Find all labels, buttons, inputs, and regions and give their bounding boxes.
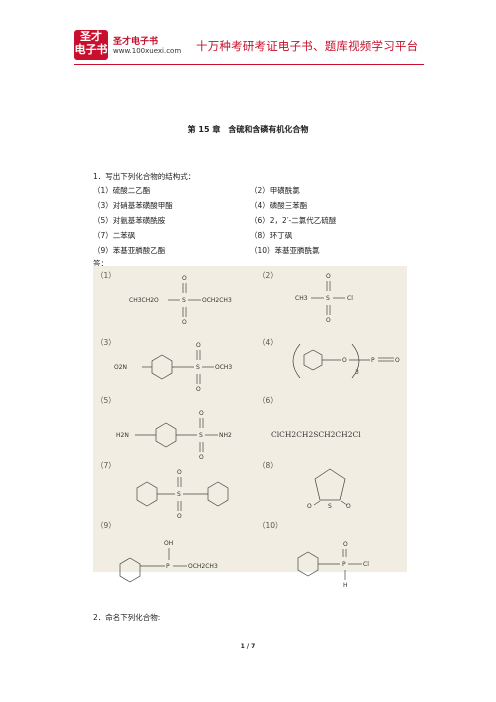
s8-oxygen-left: O xyxy=(307,503,312,510)
logo: 圣才 电子书 xyxy=(74,30,108,60)
s5-oxygen-top: O xyxy=(199,410,204,417)
s10-hydrogen: H xyxy=(343,582,348,589)
s4-subscript: 3 xyxy=(355,369,359,376)
s3-left-group: O2N xyxy=(114,364,127,371)
q1-item-5: （5）对氨基苯磺酰胺 xyxy=(93,216,166,225)
s3-sulfur: S xyxy=(196,364,200,371)
logo-line1: 圣才 xyxy=(80,30,102,43)
q1-item-2: （2）甲磺酰氯 xyxy=(250,186,300,195)
s10-chlorine: Cl xyxy=(363,561,369,568)
page-number: 1 / 7 xyxy=(240,643,256,650)
s5-sulfur: S xyxy=(199,432,203,439)
header-slogan: 十万种考研考证电子书、题库视频学习平台 xyxy=(196,39,419,53)
answer-label: 答： xyxy=(93,259,108,268)
s5-oxygen-bottom: O xyxy=(199,454,204,461)
s3-oxygen-bottom: O xyxy=(196,386,201,393)
chapter-title: 第 15 章 含硫和含磷有机化合物 xyxy=(187,125,309,134)
s1-oxygen-bottom: O xyxy=(182,319,187,326)
s5-right-group: NH2 xyxy=(219,432,232,439)
s2-sulfur: S xyxy=(326,295,330,302)
question-2-prompt: 2．命名下列化合物: xyxy=(93,613,161,622)
panel-label-6: （6） xyxy=(258,396,278,405)
s9-phosphorus: P xyxy=(166,563,170,570)
q1-item-8: （8）环丁砜 xyxy=(250,231,293,240)
s9-hydroxyl: OH xyxy=(164,540,173,547)
s10-phosphorus: P xyxy=(342,561,346,568)
s3-right-group: OCH3 xyxy=(215,364,232,371)
panel-label-3: （3） xyxy=(96,338,116,347)
panel-label-7: （7） xyxy=(96,461,116,470)
question-1-prompt: 1．写出下列化合物的结构式： xyxy=(93,172,196,181)
q1-item-6: （6）2，2′-二氯代乙硫醚 xyxy=(250,216,337,225)
panel-label-4: （4） xyxy=(258,338,278,347)
brand-name: 圣才电子书 xyxy=(113,37,159,47)
s1-sulfur: S xyxy=(182,297,186,304)
s1-right-group: OCH2CH3 xyxy=(202,297,232,304)
panel-label-5: （5） xyxy=(96,396,116,405)
s7-oxygen-top: O xyxy=(177,469,182,476)
logo-line2: 电子书 xyxy=(74,43,108,56)
header-divider xyxy=(74,64,424,65)
s9-right-group: OCH2CH3 xyxy=(188,563,218,570)
s3-oxygen-top: O xyxy=(196,342,201,349)
q1-item-4: （4）磷酸三苯酯 xyxy=(250,201,308,210)
s2-left-group: CH3 xyxy=(295,295,308,302)
s1-oxygen-top: O xyxy=(182,275,187,282)
q1-item-7: （7）二苯砜 xyxy=(93,231,136,240)
s4-oxygen: O xyxy=(342,357,347,364)
q1-item-10: （10）苯基亚膦酰氯 xyxy=(250,246,320,255)
s4-oxygen-double: O xyxy=(395,357,400,364)
panel-label-2: （2） xyxy=(258,271,278,280)
s8-oxygen-right: O xyxy=(346,503,351,510)
s5-left-group: H2N xyxy=(116,432,129,439)
s6-formula: ClCH2CH2SCH2CH2Cl xyxy=(271,430,361,439)
s2-oxygen-top: O xyxy=(326,273,331,280)
s7-oxygen-bottom: O xyxy=(177,513,182,520)
panel-label-10: （10） xyxy=(258,521,283,530)
panel-label-1: （1） xyxy=(96,271,116,280)
q1-item-9: （9）苯基亚膦酸乙酯 xyxy=(93,246,166,255)
s1-left-group: CH3CH2O xyxy=(129,297,159,304)
s8-sulfur: S xyxy=(328,503,332,510)
q1-item-3: （3）对硝基苯磺酸甲酯 xyxy=(93,201,173,210)
s10-oxygen: O xyxy=(343,541,348,548)
s2-oxygen-bottom: O xyxy=(326,317,331,324)
answer-panel xyxy=(93,266,407,572)
s7-sulfur: S xyxy=(177,491,181,498)
brand-url[interactable]: www.100xuexi.com xyxy=(113,47,182,55)
q1-item-1: （1）硫酸二乙酯 xyxy=(93,186,151,195)
panel-label-9: （9） xyxy=(96,521,116,530)
s4-phosphorus: P xyxy=(371,357,375,364)
s2-right-group: Cl xyxy=(347,295,353,302)
panel-label-8: （8） xyxy=(258,461,278,470)
